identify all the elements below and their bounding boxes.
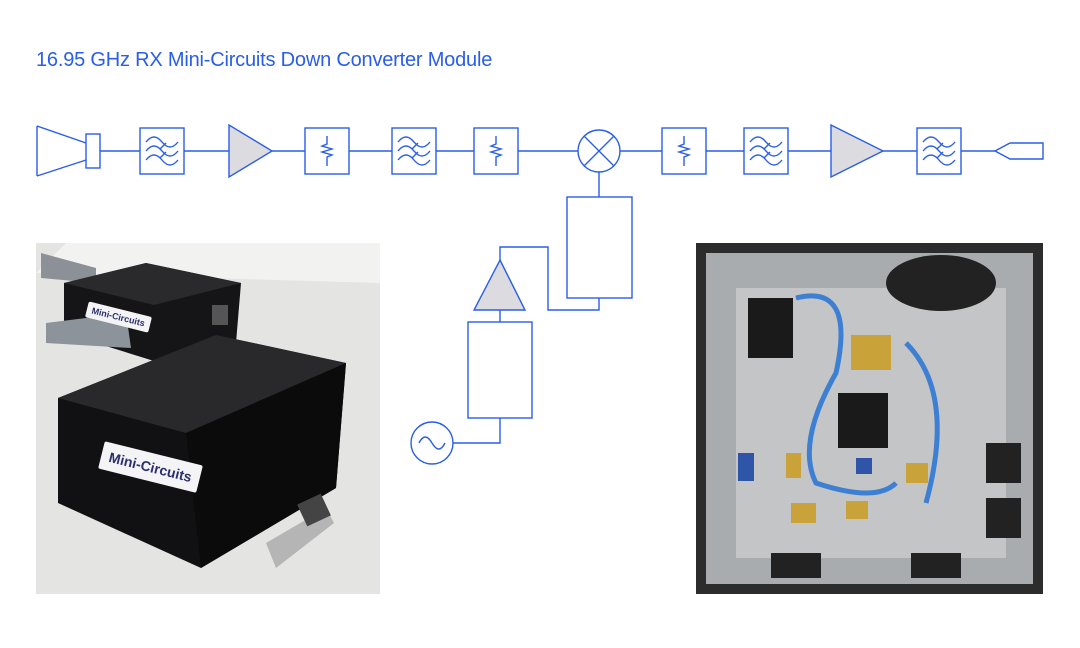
lo-block-upper: [566, 196, 633, 299]
amplifier-icon: [830, 123, 885, 179]
photo-enclosures: Mini-Circuits Mini-Circuits: [36, 243, 380, 594]
lo-block-lower: [467, 321, 533, 419]
output-connector-icon: [993, 142, 1044, 160]
bandpass-filter-icon: [139, 127, 185, 175]
horn-antenna-icon: [36, 125, 101, 177]
page-title: 16.95 GHz RX Mini-Circuits Down Converte…: [36, 49, 493, 71]
bandpass-filter-icon: [916, 127, 962, 175]
lo-amplifier-icon: [472, 258, 527, 311]
amplifier-icon: [228, 123, 274, 179]
mixer-icon: [577, 129, 621, 173]
photo-module-interior: [696, 243, 1043, 594]
attenuator-icon: [473, 127, 519, 175]
oscillator-icon: [410, 421, 454, 465]
bandpass-filter-icon: [391, 127, 437, 175]
lo-wire: [453, 172, 600, 444]
bandpass-filter-icon: [743, 127, 789, 175]
attenuator-icon: [661, 127, 707, 175]
attenuator-icon: [304, 127, 350, 175]
